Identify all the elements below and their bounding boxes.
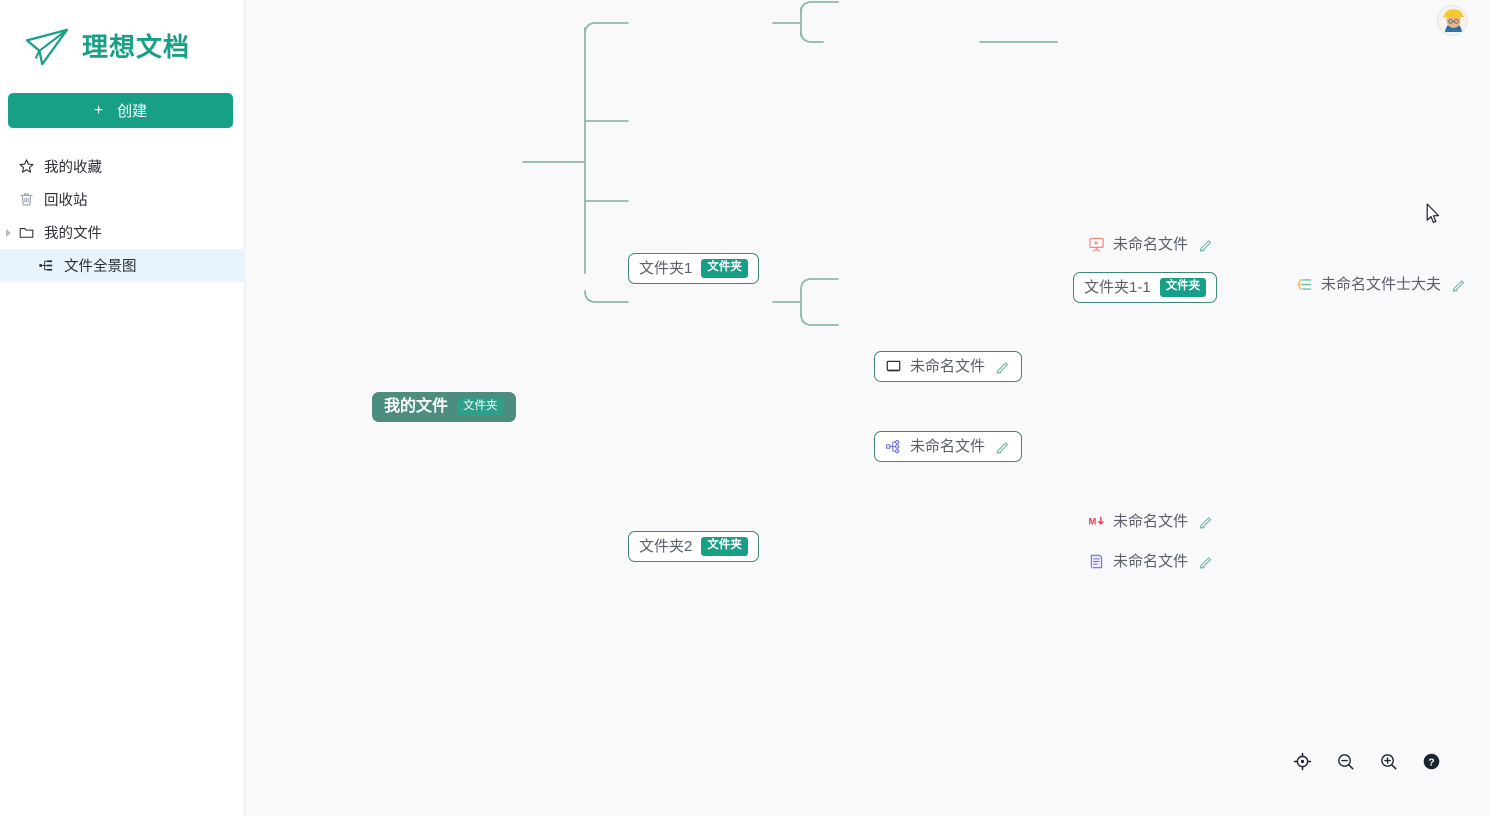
svg-text:?: ? xyxy=(1428,757,1434,768)
mindmap-node-folder1[interactable]: 文件夹1 文件夹 xyxy=(628,253,759,284)
mindmap-node-presentation[interactable]: 未命名文件 xyxy=(1088,236,1214,253)
plus-icon: + xyxy=(93,101,104,119)
chevron-right-icon[interactable] xyxy=(6,228,11,237)
zoom-toolbar: ? xyxy=(1293,752,1441,771)
mindmap-icon xyxy=(885,438,902,455)
node-label: 未命名文件 xyxy=(1113,553,1189,570)
whiteboard-icon xyxy=(885,358,902,375)
node-label: 未命名文件 xyxy=(1113,513,1189,530)
pencil-icon[interactable] xyxy=(1198,237,1214,253)
node-label: 文件夹1-1 xyxy=(1084,279,1151,296)
mindmap-node-markdown[interactable]: M 未命名文件 xyxy=(1088,513,1214,530)
sidebar-item-favorites[interactable]: 我的收藏 xyxy=(0,150,245,183)
pencil-icon[interactable] xyxy=(1198,554,1214,570)
paper-plane-icon xyxy=(24,27,70,67)
pencil-icon[interactable] xyxy=(1198,514,1214,530)
node-badge: 文件夹 xyxy=(1159,278,1207,297)
create-button-label: 创建 xyxy=(117,103,148,120)
sidebar-item-label: 回收站 xyxy=(44,193,88,209)
node-label: 文件夹1 xyxy=(639,260,693,277)
mindmap-node-mindmap-doc[interactable]: 未命名文件 xyxy=(874,431,1023,462)
document-icon xyxy=(1088,553,1105,570)
node-label: 未命名文件 xyxy=(910,358,986,375)
mindmap-node-folder1-1[interactable]: 文件夹1-1 文件夹 xyxy=(1073,272,1218,303)
node-label: 我的文件 xyxy=(384,398,449,415)
node-badge: 文件夹 xyxy=(701,259,748,278)
presentation-icon xyxy=(1088,236,1105,253)
avatar[interactable] xyxy=(1437,5,1468,36)
sitemap-icon xyxy=(38,257,55,274)
brand: 理想文档 xyxy=(0,0,244,72)
markdown-icon: M xyxy=(1088,513,1105,530)
node-badge: 文件夹 xyxy=(701,537,748,556)
mindmap-node-folder2[interactable]: 文件夹2 文件夹 xyxy=(628,531,759,562)
fit-view-button[interactable] xyxy=(1293,752,1312,771)
svg-text:M: M xyxy=(1088,517,1096,528)
pencil-icon[interactable] xyxy=(995,359,1011,375)
zoom-in-button[interactable] xyxy=(1379,752,1398,771)
outline-icon xyxy=(1296,276,1313,293)
node-label: 未命名文件 xyxy=(1113,236,1189,253)
sidebar-item-trash[interactable]: 回收站 xyxy=(0,183,245,216)
mindmap-node-document[interactable]: 未命名文件 xyxy=(1088,553,1214,570)
brand-name: 理想文档 xyxy=(82,32,191,62)
mindmap-canvas[interactable]: 我的文件 文件夹 文件夹1 文件夹 未命名文件 xyxy=(245,0,1489,816)
node-label: 未命名文件 xyxy=(910,438,986,455)
create-button[interactable]: + 创建 xyxy=(8,93,233,128)
sidebar-item-file-overview[interactable]: 文件全景图 xyxy=(0,249,245,282)
pencil-icon[interactable] xyxy=(995,439,1011,455)
sidebar-item-label: 我的收藏 xyxy=(44,160,102,176)
sidebar: 理想文档 + 创建 我的收藏 xyxy=(0,0,245,816)
help-button[interactable]: ? xyxy=(1422,752,1441,771)
sidebar-item-label: 文件全景图 xyxy=(64,259,137,275)
sidebar-item-my-files[interactable]: 我的文件 xyxy=(0,216,245,249)
zoom-out-button[interactable] xyxy=(1336,752,1355,771)
sidebar-item-label: 我的文件 xyxy=(44,226,102,242)
mindmap-connectors xyxy=(522,1,1058,326)
node-label: 未命名文件士大夫 xyxy=(1321,276,1442,293)
mindmap-node-root[interactable]: 我的文件 文件夹 xyxy=(372,392,516,422)
sidebar-nav: 我的收藏 回收站 xyxy=(0,150,245,282)
node-badge: 文件夹 xyxy=(457,397,504,417)
trash-icon xyxy=(18,191,35,208)
folder-icon xyxy=(18,224,35,241)
star-icon xyxy=(18,158,35,175)
mindmap-node-outline-doc[interactable]: 未命名文件士大夫 xyxy=(1296,276,1467,293)
mindmap-node-whiteboard[interactable]: 未命名文件 xyxy=(874,351,1023,382)
node-label: 文件夹2 xyxy=(639,538,693,555)
pencil-icon[interactable] xyxy=(1451,277,1467,293)
